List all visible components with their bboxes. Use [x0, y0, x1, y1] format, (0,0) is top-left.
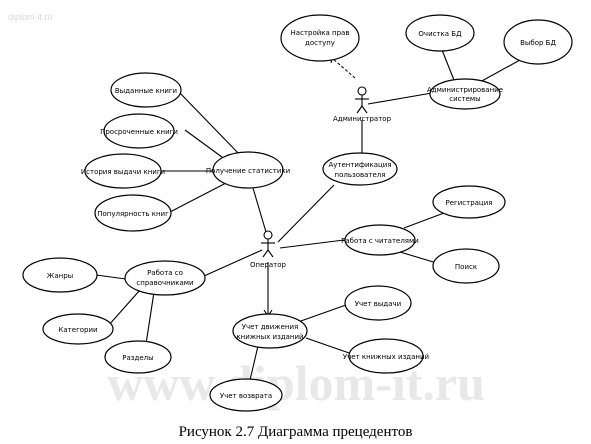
use-case-return-record[interactable]: Учет возврата [209, 378, 283, 412]
use-case-issue-history[interactable]: История выдачи книги [81, 153, 165, 189]
watermark-main: www.diplom-it.ru [107, 355, 485, 411]
link-admin-access-rights [331, 57, 356, 79]
use-case-clean-db[interactable]: Очистка БД [405, 14, 475, 52]
link-operator-statistics [252, 187, 267, 233]
use-case-label: Популярность книг [97, 210, 169, 218]
use-case-book-record[interactable]: Учет книжных изданий [343, 338, 429, 374]
use-case-label: Очистка БД [418, 30, 462, 38]
link-operator-directories [203, 249, 263, 277]
link-directories-categories [107, 289, 141, 327]
link-admin-system-select-db [479, 59, 521, 83]
link-stat-issued [177, 90, 241, 156]
use-case-book-movement[interactable]: Учет движения книжных изданий [232, 313, 308, 349]
actor-leg-right [361, 105, 368, 114]
use-case-statistics[interactable]: Получение статистики [206, 151, 290, 189]
use-case-popularity[interactable]: Популярность книг [94, 194, 172, 232]
use-case-label: доступу [305, 39, 335, 47]
link-directories-genres [95, 274, 127, 280]
use-case-issued-books[interactable]: Выданные книги [110, 72, 182, 108]
use-case-admin-system[interactable]: Администрирование системы [427, 78, 503, 110]
link-admin-system-clean-db [441, 49, 455, 81]
use-case-label: Учет возврата [220, 392, 272, 400]
use-case-categories[interactable]: Категории [42, 313, 114, 345]
link-movement-return [249, 345, 259, 381]
link-readers-registration [403, 212, 445, 229]
use-cases: Настройка прав доступу Очистка БД Выбор … [22, 14, 573, 412]
use-case-overdue-books[interactable]: Просроченные книги [100, 113, 178, 149]
use-case-label: История выдачи книги [81, 168, 165, 176]
actor-label: Оператор [250, 261, 286, 269]
use-case-label: Аутентификация [328, 161, 391, 169]
actor-operator[interactable]: Оператор [250, 230, 287, 269]
use-case-label: Выданные книги [115, 87, 177, 95]
use-case-label: пользователя [335, 171, 386, 179]
use-case-directories[interactable]: Работа со справочниками [124, 260, 206, 296]
use-case-label: Получение статистики [206, 167, 290, 175]
use-case-select-db[interactable]: Выбор БД [503, 19, 573, 65]
use-case-label: Настройка прав [291, 29, 350, 37]
use-case-label: Просроченные книги [100, 128, 178, 136]
use-case-label: книжных изданий [236, 333, 303, 341]
link-operator-authentication [277, 184, 335, 243]
use-case-label: справочниками [136, 279, 193, 287]
use-case-access-rights[interactable]: Настройка прав доступу [280, 14, 360, 62]
use-case-label: Регистрация [446, 199, 493, 207]
link-stat-overdue [184, 129, 227, 161]
link-directories-sections [145, 291, 155, 345]
use-case-label: Администрирование [427, 86, 503, 94]
use-case-label: Учет выдачи [355, 300, 401, 308]
link-stat-popularity [169, 182, 227, 213]
actor-head [263, 230, 273, 240]
use-case-issue-record[interactable]: Учет выдачи [344, 285, 412, 321]
use-case-label: Выбор БД [520, 39, 556, 47]
use-case-label: Учет движения [242, 323, 298, 331]
use-case-registration[interactable]: Регистрация [432, 185, 506, 219]
use-case-search[interactable]: Поиск [432, 248, 500, 284]
link-movement-book-record [305, 337, 353, 355]
use-case-label: Поиск [455, 263, 477, 271]
use-case-sections[interactable]: Разделы [104, 340, 172, 374]
connection-lines [95, 49, 521, 381]
actor-leg-right [267, 249, 274, 258]
link-movement-issue [297, 304, 347, 323]
watermark-top: diplom-it.ru [8, 12, 53, 22]
use-case-label: Учет книжных изданий [343, 353, 429, 361]
link-admin-admin-system [367, 92, 433, 105]
use-case-label: Разделы [122, 354, 153, 362]
actor-leg-left [356, 105, 363, 114]
actor-administrator[interactable]: Администратор [333, 86, 392, 123]
actor-head [357, 86, 367, 96]
use-case-readers[interactable]: Работа с читателями [341, 224, 419, 256]
use-case-label: Жанры [47, 272, 73, 280]
arrowheads [263, 57, 367, 317]
use-case-label: системы [449, 95, 480, 103]
use-case-label: Работа с читателями [341, 237, 419, 245]
use-case-label: Категории [58, 326, 97, 334]
actor-label: Администратор [333, 115, 392, 123]
use-case-genres[interactable]: Жанры [22, 257, 98, 293]
use-case-authentication[interactable]: Аутентификация пользователя [322, 152, 398, 186]
use-case-label: Работа со [147, 269, 183, 277]
actor-leg-left [262, 249, 269, 258]
link-operator-readers [279, 239, 345, 249]
figure-caption: Рисунок 2.7 Диаграмма прецедентов [178, 424, 413, 440]
